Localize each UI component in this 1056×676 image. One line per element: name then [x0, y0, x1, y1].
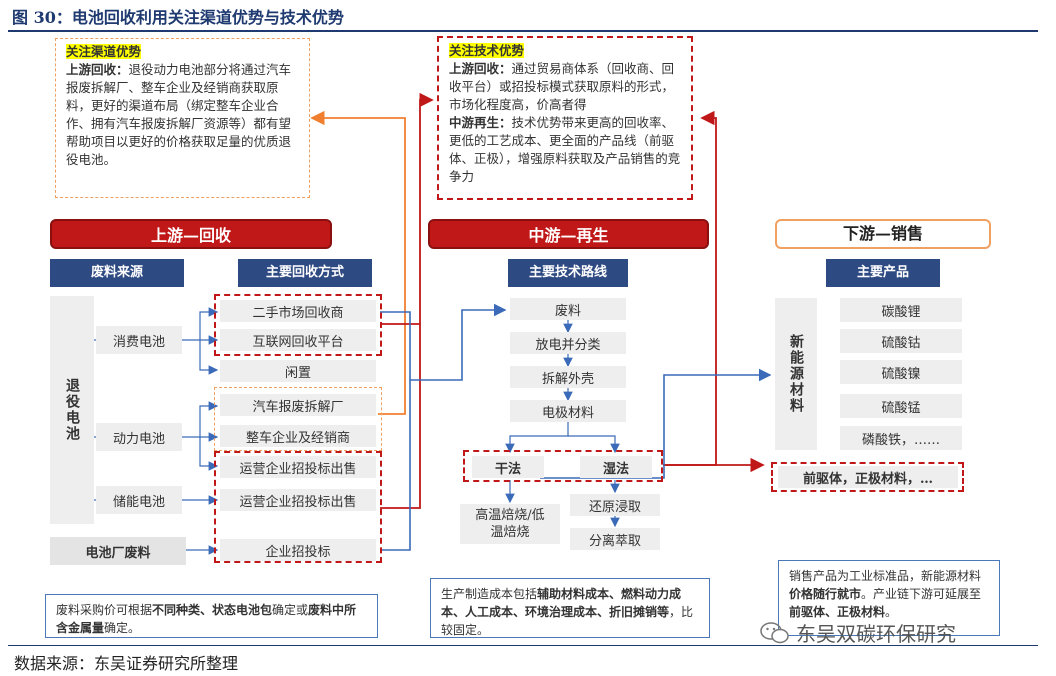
step-reduction-leaching: 还原浸取: [570, 494, 660, 516]
header-waste-source: 废料来源: [50, 259, 184, 287]
upstream-note-text-2: 确定或: [272, 603, 309, 617]
watermark-text: 东吴双碳环保研究: [796, 622, 956, 646]
tech-note-heading: 关注技术优势: [449, 43, 525, 58]
method-enterprise-tender: 企业招投标: [220, 539, 376, 561]
product-lithium-carbonate: 碳酸锂: [840, 298, 962, 322]
battery-factory-waste: 电池厂废料: [50, 537, 186, 565]
product-cobalt-sulfate: 硫酸钴: [840, 329, 962, 353]
storage-battery: 储能电池: [96, 486, 182, 514]
stage-midstream: 中游—再生: [428, 219, 709, 249]
tech-note-label-upstream: 上游回收：: [449, 61, 512, 76]
step-dismantle-shell: 拆解外壳: [510, 366, 626, 388]
tender-channel-group: [214, 451, 382, 563]
retired-battery-label: 退役电池: [50, 296, 94, 524]
product-manganese-sulfate: 硫酸锰: [840, 394, 962, 418]
method-oem-dealer: 整车企业及经销商: [220, 425, 376, 447]
method-operator-tender-2: 运营企业招投标出售: [220, 489, 376, 511]
consumer-battery: 消费电池: [96, 326, 182, 354]
upstream-note-text-3: 确定。: [104, 621, 141, 635]
product-nickel-sulfate: 硫酸镍: [840, 360, 962, 384]
method-second-hand-recycler: 二手市场回收商: [220, 300, 376, 322]
method-idle: 闲置: [220, 360, 376, 382]
channel-note-text: 退役动力电池部分将通过汽车报废拆解厂、整车企业及经销商获取原料，更好的渠道布局（…: [66, 62, 292, 167]
dry-wet-group: [463, 450, 663, 482]
downstream-sales-note: 销售产品为工业标准品，新能源材料价格随行就市。产业链下游可延展至前驱体、正极材料…: [778, 560, 1000, 636]
wechat-icon: [760, 621, 789, 643]
downstream-note-text-2: 。产业链下游可延展至: [861, 587, 982, 601]
tech-note-label-midstream: 中游再生：: [449, 115, 512, 130]
product-precursor-cathode: 前驱体，正极材料，…: [778, 466, 958, 488]
tech-note-text-midstream: 技术优势带来更高的回收率、更低的工艺成本、更全面的产品线（前驱体、正极），增强原…: [449, 115, 681, 184]
trader-channel-group: [214, 294, 382, 356]
product-iron-phosphate: 磷酸铁，……: [840, 426, 962, 450]
step-waste: 废料: [510, 298, 626, 320]
new-energy-material-label: 新能源材料: [775, 298, 817, 450]
channel-note-label: 上游回收：: [66, 62, 129, 77]
channel-note-heading: 关注渠道优势: [66, 44, 142, 59]
midstream-note-bold: 辅助材料成本、燃料动力成本、人工成本、环境治理成本、折旧摊销等: [441, 587, 682, 619]
midstream-note-text-2: ，比较固定。: [441, 605, 694, 637]
upstream-note-bold-2: 废料中所含金属量: [56, 603, 357, 635]
figure-title: 图 30：电池回收利用关注渠道优势与技术优势: [12, 8, 344, 27]
upstream-pricing-note: 废料采购价可根据不同种类、状态电池包确定或废料中所含金属量确定。: [45, 594, 378, 638]
upstream-note-text-1: 废料采购价可根据: [56, 603, 153, 617]
downstream-note-bold-1: 价格随行就市: [789, 587, 862, 601]
tech-note-text-upstream: 通过贸易商体系（回收商、回收平台）或招投标模式获取原料的形式，市场化程度高，价高…: [449, 61, 675, 112]
stage-downstream: 下游—销售: [775, 219, 991, 249]
title-rule: [8, 30, 1038, 32]
method-internet-platform: 互联网回收平台: [220, 329, 376, 351]
downstream-note-bold-2: 前驱体、正极材料: [789, 605, 886, 619]
header-main-products: 主要产品: [826, 259, 940, 287]
upstream-note-bold-1: 不同种类、状态电池包: [152, 603, 273, 617]
method-operator-tender-1: 运营企业招投标出售: [220, 456, 376, 478]
header-tech-route: 主要技术路线: [508, 259, 628, 287]
auto-channel-group: [214, 387, 382, 451]
footer-rule: [8, 645, 1038, 646]
stage-upstream: 上游—回收: [50, 219, 332, 249]
downstream-note-text-3: 。: [885, 605, 898, 619]
dry-process: 干法: [472, 456, 544, 478]
midstream-cost-note: 生产制造成本包括辅助材料成本、燃料动力成本、人工成本、环境治理成本、折旧摊销等，…: [430, 578, 710, 638]
midstream-note-text-1: 生产制造成本包括: [441, 587, 538, 601]
power-battery: 动力电池: [96, 423, 182, 451]
step-discharge-sort: 放电并分类: [510, 332, 626, 354]
downstream-note-text-1: 销售产品为工业标准品，新能源材料: [789, 569, 982, 583]
precursor-group: [771, 462, 964, 492]
data-source: 数据来源：东吴证券研究所整理: [14, 654, 239, 673]
step-electrode-material: 电极材料: [510, 400, 626, 422]
header-recovery-method: 主要回收方式: [238, 259, 372, 287]
step-separation-extraction: 分离萃取: [570, 528, 660, 550]
tech-advantage-note: 关注技术优势 上游回收：通过贸易商体系（回收商、回收平台）或招投标模式获取原料的…: [437, 36, 693, 200]
watermark: 东吴双碳环保研究: [760, 618, 956, 647]
wet-process: 湿法: [580, 456, 652, 478]
step-roasting: 高温焙烧/低温焙烧: [460, 504, 560, 544]
channel-advantage-note: 关注渠道优势 上游回收：退役动力电池部分将通过汽车报废拆解厂、整车企业及经销商获…: [55, 38, 310, 198]
method-scrap-dismantling: 汽车报废拆解厂: [220, 394, 376, 416]
